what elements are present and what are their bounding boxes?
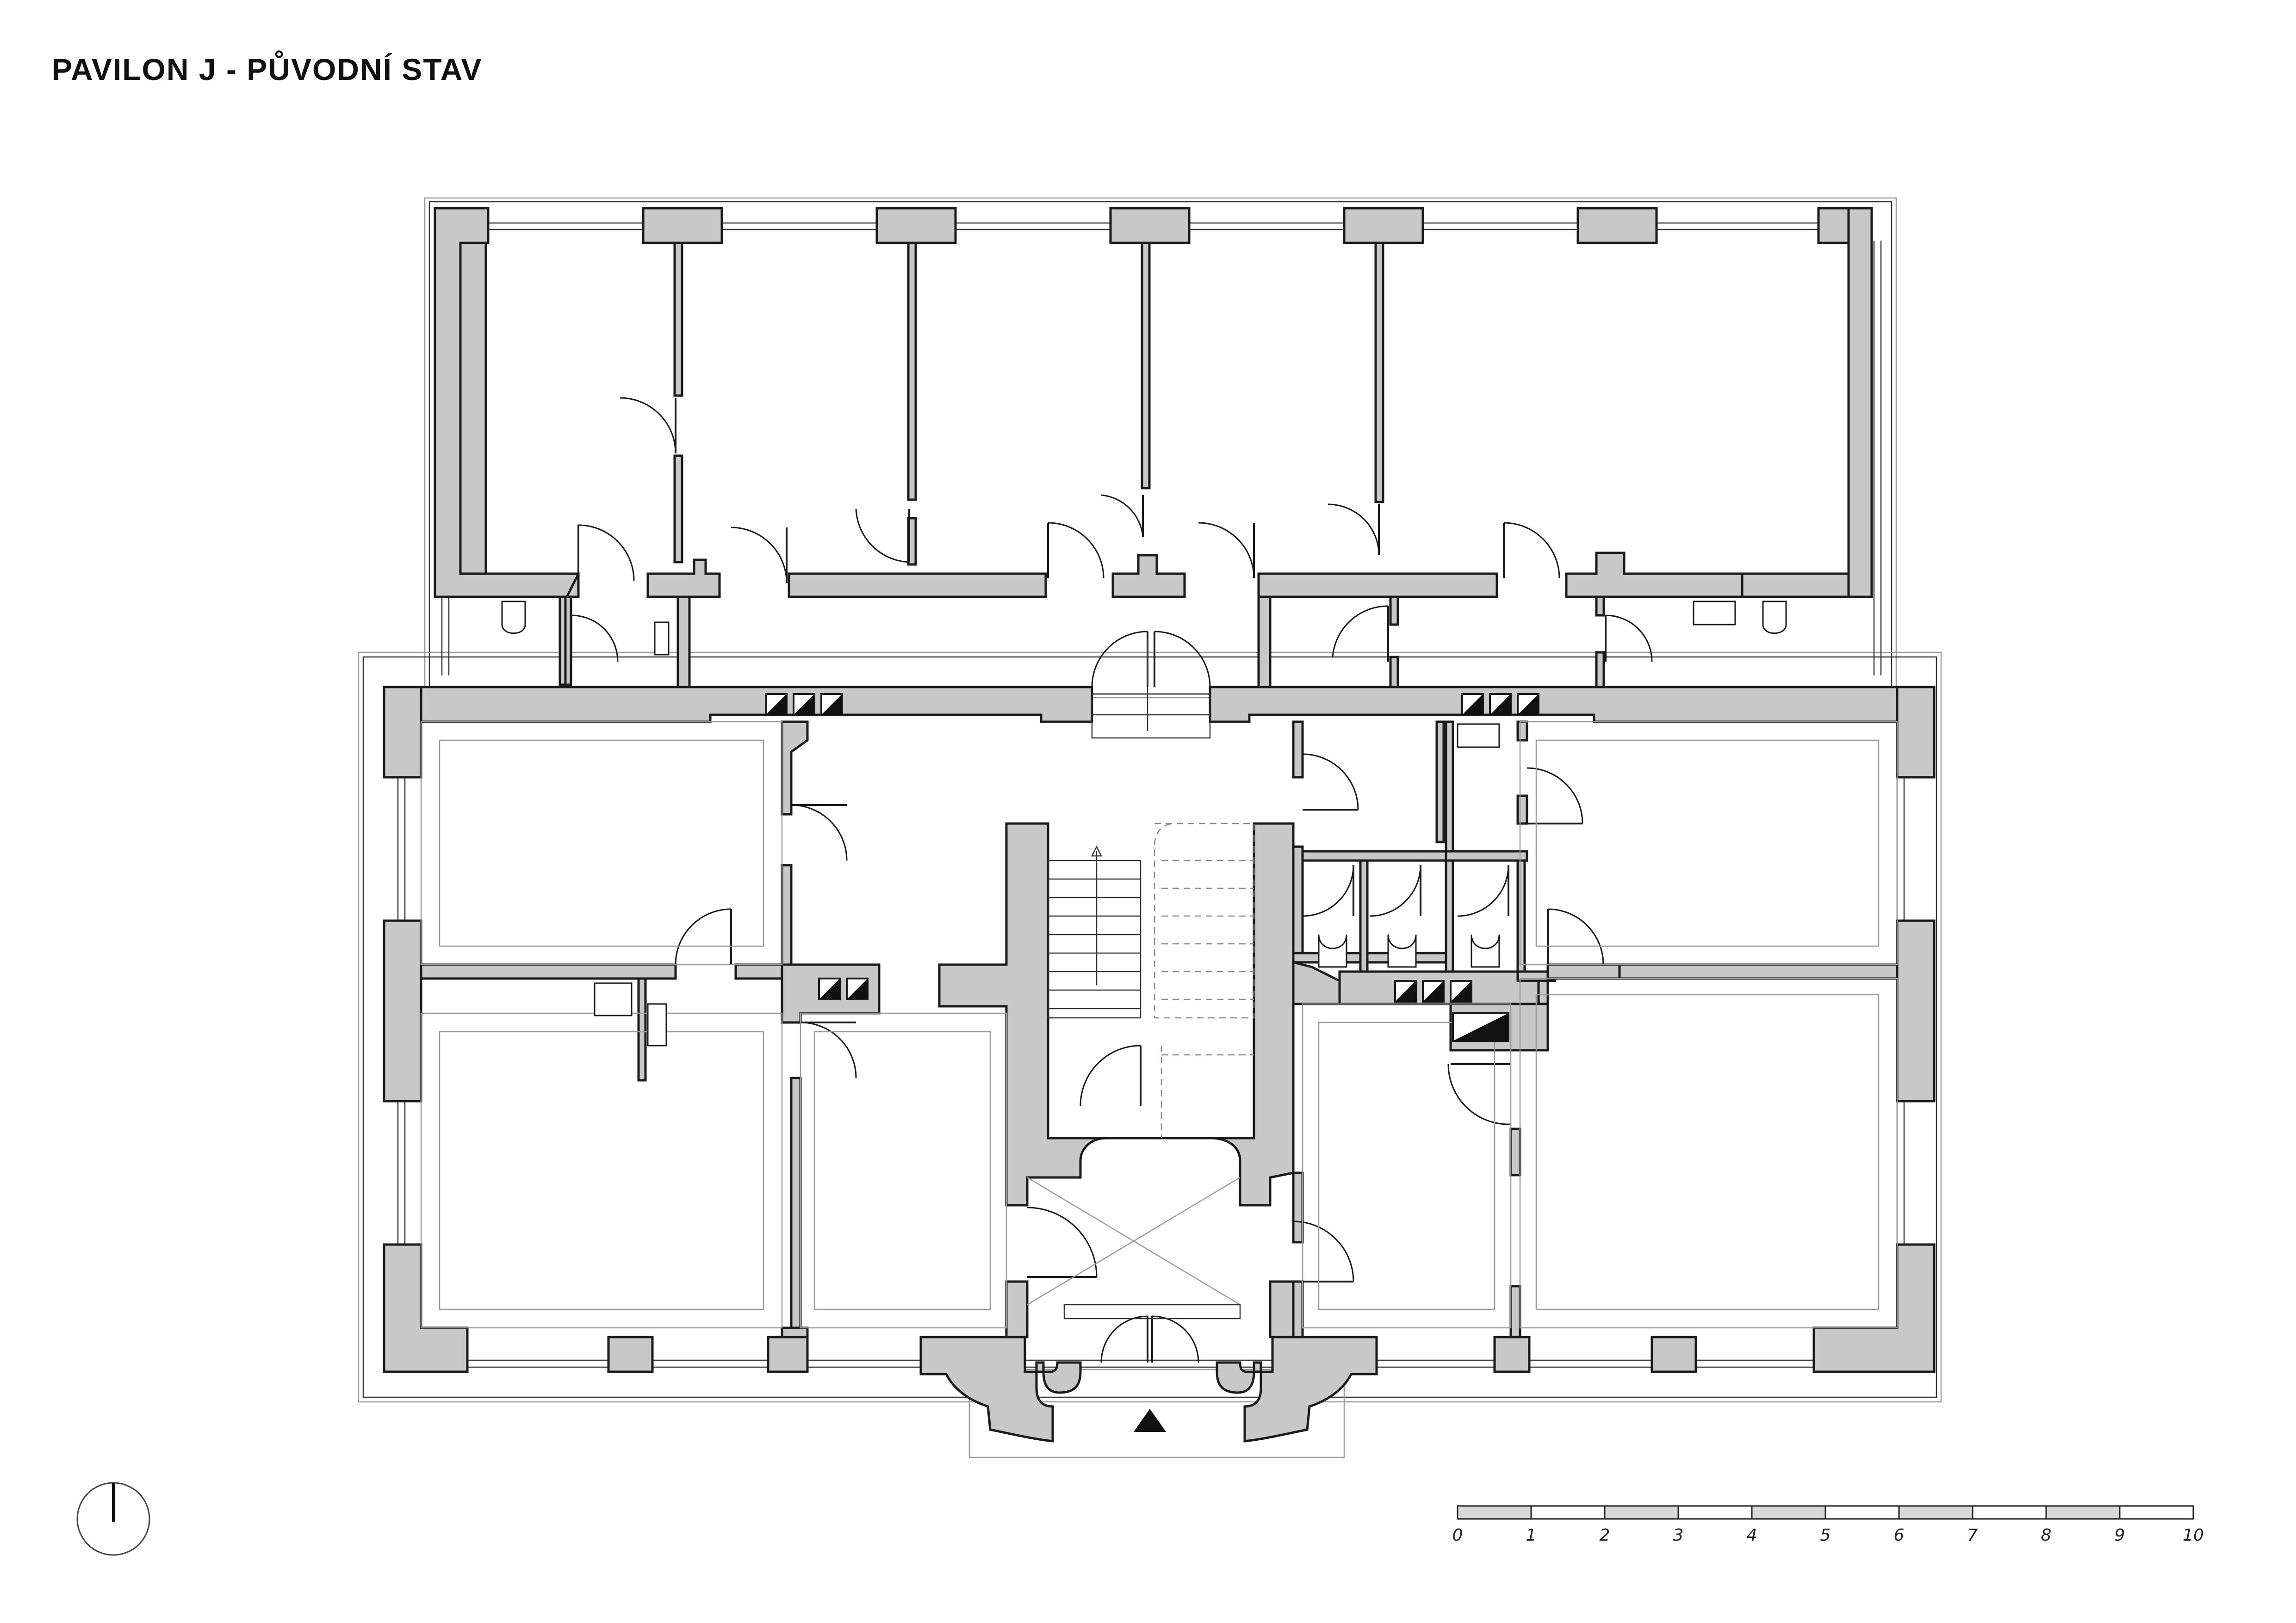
ceiling-lines (420, 721, 1898, 1329)
flue-group-north-east (1461, 693, 1539, 716)
north-arrow-icon (76, 1482, 150, 1556)
entrance-triangle-icon (1134, 1409, 1166, 1432)
doors (571, 397, 1653, 1363)
scale-label: 7 (1967, 1526, 1978, 1545)
staircase (1027, 638, 1255, 1319)
flue-group-north-west (765, 693, 843, 716)
flue-group-east (1394, 980, 1509, 1042)
scale-label: 4 (1747, 1526, 1757, 1545)
scale-label: 2 (1600, 1526, 1610, 1545)
scale-bar-hatched-segments (1457, 1505, 2121, 1520)
scale-label: 9 (2115, 1526, 2125, 1545)
scale-label: 8 (2041, 1526, 2052, 1545)
scale-label: 10 (2183, 1526, 2204, 1545)
chimney-flues (765, 693, 1539, 1042)
north-window-lines (397, 222, 1905, 1368)
scale-label: 3 (1673, 1526, 1684, 1545)
scale-label: 5 (1820, 1526, 1831, 1545)
scale-bar: 0 1 2 3 4 5 6 7 8 9 10 (1452, 1505, 2204, 1545)
scale-label: 6 (1894, 1526, 1905, 1545)
sanitary-fixtures (501, 601, 1787, 1047)
flue-group-west (818, 978, 869, 1000)
drawing-title: PAVILON J - PŮVODNÍ STAV (52, 52, 483, 87)
scale-label: 0 (1452, 1526, 1463, 1545)
scale-label: 1 (1526, 1526, 1537, 1545)
